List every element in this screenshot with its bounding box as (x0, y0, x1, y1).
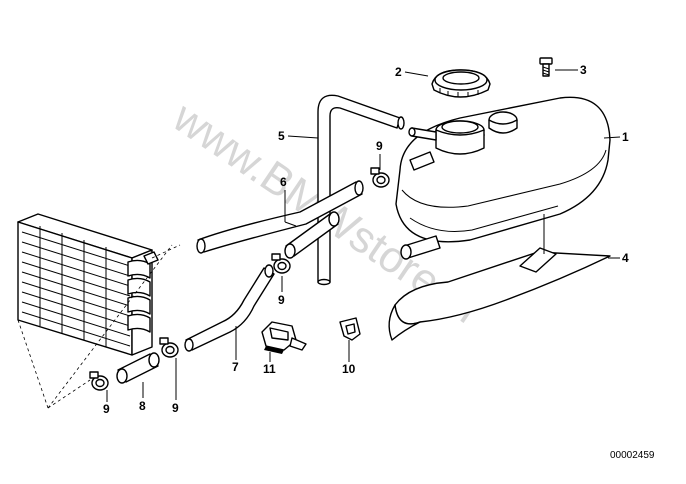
callout-10: 10 (342, 362, 356, 376)
mount-strap (388, 247, 611, 341)
lower-hose (184, 264, 275, 352)
hose-6 (196, 180, 364, 254)
callouts: 1 2 3 4 5 6 7 8 9 9 9 9 10 11 (103, 63, 629, 416)
callout-9a: 9 (103, 402, 110, 416)
vent-hose (317, 94, 405, 286)
hose-short (284, 211, 340, 259)
clamp-9d (370, 167, 390, 188)
callout-11: 11 (263, 362, 276, 376)
filler-cap (431, 69, 491, 98)
callout-9b: 9 (172, 401, 179, 415)
bracket-11 (261, 321, 307, 354)
callout-1: 1 (622, 130, 629, 144)
callout-8: 8 (139, 399, 146, 413)
callout-5: 5 (278, 129, 285, 143)
clip-10 (339, 317, 361, 341)
callout-2: 2 (395, 65, 402, 79)
clamp-9a (89, 371, 109, 391)
document-number: 00002459 (610, 450, 655, 461)
bolt (539, 57, 553, 77)
short-pipe (116, 352, 160, 384)
callout-4: 4 (622, 251, 629, 265)
callout-3: 3 (580, 63, 587, 77)
expansion-tank (395, 96, 611, 260)
clamp-9c (271, 253, 291, 274)
callout-9c: 9 (278, 293, 285, 307)
leader-lines (106, 69, 621, 402)
callout-9d: 9 (376, 139, 383, 153)
callout-6: 6 (280, 175, 287, 189)
clamp-9b (159, 337, 179, 358)
radiator (17, 213, 159, 356)
assembly-lines (17, 244, 181, 409)
callout-7: 7 (232, 360, 239, 374)
